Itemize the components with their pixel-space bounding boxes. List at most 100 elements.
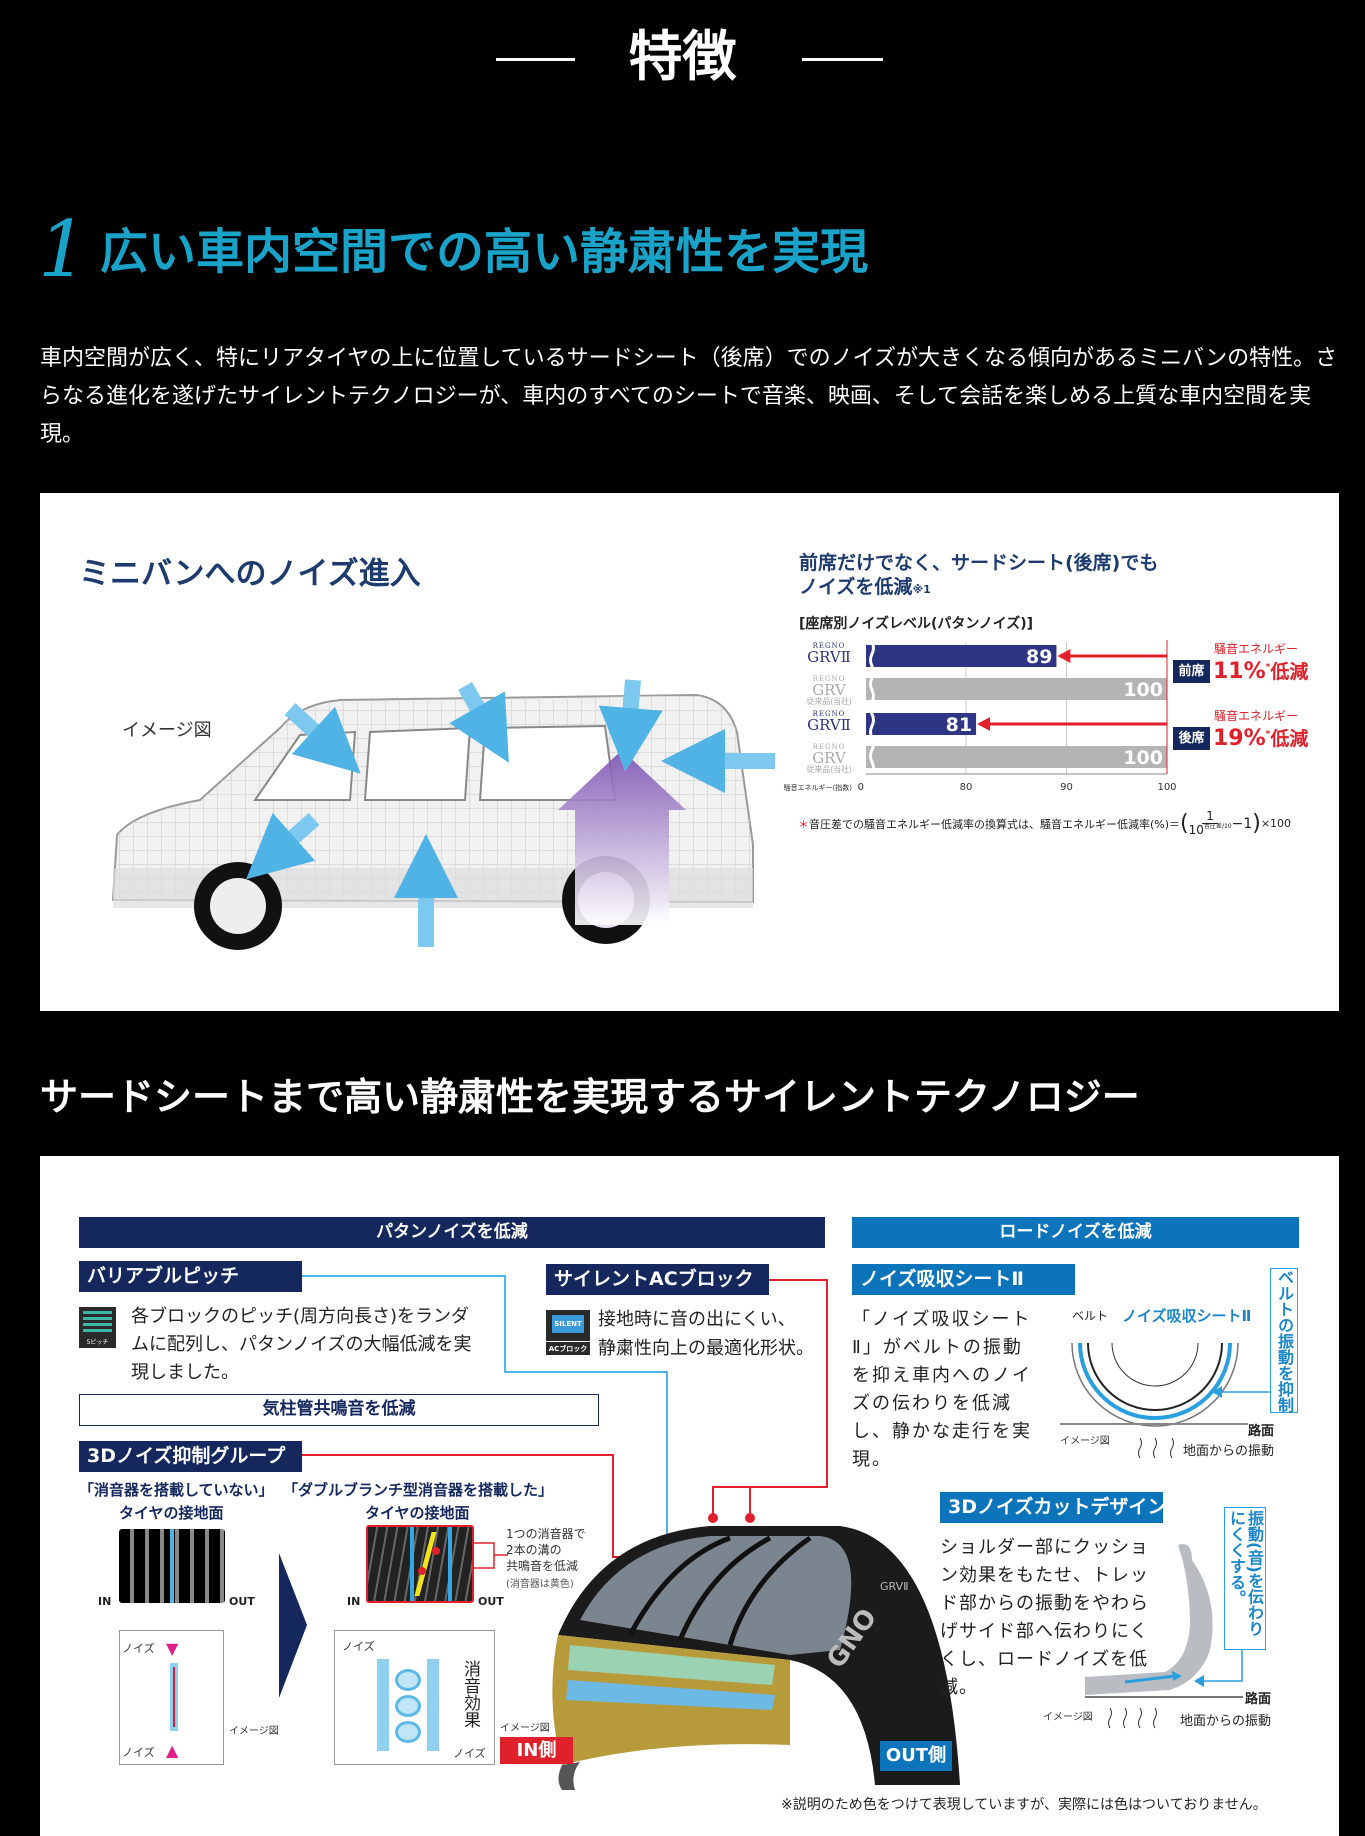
tread-without-muffler bbox=[119, 1529, 225, 1603]
inset-with-muffler bbox=[334, 1630, 495, 1765]
annotation-bracket bbox=[474, 1542, 508, 1569]
tire-model-text: GRVⅡ bbox=[880, 1580, 909, 1593]
reduction-suffix: 低減 bbox=[1270, 728, 1309, 750]
image-note: イメージ図 bbox=[1043, 1712, 1093, 1723]
bar-value-label: 100 bbox=[1123, 679, 1163, 701]
tire-cutaway-illustration: GNO GRVⅡ bbox=[552, 1526, 960, 1790]
variable-pitch-label: バリアブルピッチ bbox=[79, 1261, 302, 1292]
bar bbox=[866, 713, 977, 735]
chart-title: 前席だけでなく、サードシート(後席)でも bbox=[799, 552, 1159, 574]
image-note: イメージ図 bbox=[1060, 1436, 1110, 1447]
section-heading: サードシートまで高い静粛性を実現するサイレントテクノロジー bbox=[40, 1075, 1140, 1119]
vibration-label: 地面からの振動 bbox=[1183, 1444, 1275, 1459]
muffling-effect-label: 消音効果 bbox=[460, 1660, 480, 1728]
category-model: GRV bbox=[812, 681, 846, 699]
bar bbox=[866, 678, 1167, 700]
reduction-value: 11%*低減 bbox=[1213, 657, 1308, 684]
silent-ac-label: サイレントACブロック bbox=[546, 1264, 769, 1295]
noise-burst-icon: ▼ bbox=[166, 1639, 179, 1658]
formula-numerator: 1 bbox=[1202, 810, 1218, 824]
x-axis-label: 騒音エネルギー(指数) bbox=[784, 783, 853, 792]
reduction-mark: * bbox=[1265, 662, 1271, 673]
annotation-label: 騒音エネルギー bbox=[1214, 642, 1299, 656]
category-note: 従来品(当社) bbox=[806, 765, 852, 774]
vibration-label: 地面からの振動 bbox=[1180, 1714, 1272, 1729]
paren-open: ( bbox=[1180, 811, 1189, 836]
category-brand: REGNO bbox=[812, 743, 846, 751]
chart-title-line2: ノイズを低減※1 bbox=[799, 572, 931, 599]
x-tick-label: 90 bbox=[1060, 782, 1073, 793]
ac-icon-top: SILENT bbox=[552, 1315, 584, 1333]
bar-value-label: 89 bbox=[1026, 646, 1052, 668]
noise-cut-text: ショルダー部にクッション効果をもたせ、トレッド部からの振動をやわらげサイド部へ伝… bbox=[940, 1537, 1149, 1698]
noise-label: ノイズ bbox=[453, 1747, 486, 1760]
feature-heading: 広い車内空間での高い静粛性を実現 bbox=[100, 224, 869, 280]
title-line-right bbox=[802, 58, 883, 61]
in-label-2: IN bbox=[347, 1595, 361, 1608]
road-label: 路面 bbox=[1245, 1692, 1272, 1707]
ac-icon-bottom: ACブロック bbox=[546, 1341, 590, 1354]
seat-badge: 前席 bbox=[1173, 660, 1210, 683]
vibration-box: 振動(音)を伝わりにくくする。 bbox=[1224, 1507, 1266, 1650]
left-sub-caption: タイヤの接地面 bbox=[119, 1504, 224, 1522]
in-label-1: IN bbox=[98, 1595, 112, 1608]
category-model: GRVⅡ bbox=[807, 716, 851, 734]
noise-label: ノイズ bbox=[122, 1642, 155, 1655]
category-note: 従来品(当社) bbox=[806, 697, 852, 706]
progress-arrow-icon bbox=[279, 1553, 307, 1698]
noise-label: ノイズ bbox=[122, 1746, 155, 1759]
pitch-icon-text: 5ピッチ bbox=[86, 1339, 109, 1346]
seat-badge: 後席 bbox=[1173, 727, 1210, 750]
category-model: GRV bbox=[812, 749, 846, 767]
formula-fraction: 1 10音圧差/10 bbox=[1189, 810, 1232, 837]
formula-exp-top: 音圧差 bbox=[1203, 823, 1222, 830]
noise-arrows-blue bbox=[246, 679, 775, 947]
inset-without-muffler: ▼ ▲ bbox=[119, 1630, 224, 1765]
chart-title-line2-text: ノイズを低減 bbox=[799, 576, 913, 598]
image-note: イメージ図 bbox=[500, 1723, 550, 1734]
noise-burst-icon: ▲ bbox=[166, 1741, 179, 1760]
noise-group-label: 3Dノイズ抑制グループ bbox=[79, 1441, 302, 1472]
x-tick-label: 100 bbox=[1157, 782, 1176, 793]
reduction-percent: 19% bbox=[1213, 726, 1266, 751]
road-label: 路面 bbox=[1248, 1424, 1275, 1439]
variable-pitch-text: 各ブロックのピッチ(周方向長さ)をランダムに配列し、パタンノイズの大幅低減を実現… bbox=[131, 1306, 472, 1383]
noise-cut-label: 3Dノイズカットデザイン bbox=[940, 1492, 1166, 1523]
absorb-sheet-text: 「ノイズ吸収シートⅡ」がベルトの振動を抑え車内へのノイズの伝わりを低減し、静かな… bbox=[852, 1309, 1032, 1470]
tread-with-muffler bbox=[366, 1525, 474, 1603]
formula-minus-one: −1 bbox=[1231, 815, 1253, 832]
x-tick-label: 80 bbox=[960, 782, 973, 793]
reduction-suffix: 低減 bbox=[1270, 661, 1309, 683]
category-brand: REGNO bbox=[812, 675, 846, 683]
formula-exp-bottom: 10 bbox=[1223, 823, 1232, 830]
right-sub-caption: タイヤの接地面 bbox=[365, 1504, 470, 1522]
reduction-value: 19%*低減 bbox=[1213, 724, 1308, 751]
footer-note: ※説明のため色をつけて表現していますが、実際には色はついておりません。 bbox=[781, 1797, 1267, 1813]
right-caption: 「ダブルブランチ型消音器を搭載した」 bbox=[283, 1481, 554, 1499]
shoulder-diagram bbox=[1085, 1544, 1243, 1729]
road-noise-band: ロードノイズを低減 bbox=[852, 1217, 1299, 1248]
minivan-illustration bbox=[111, 679, 775, 950]
formula-base: 10 bbox=[1188, 823, 1204, 837]
absorb-sheet-label: ノイズ吸収シートⅡ bbox=[852, 1264, 1075, 1295]
muffler-annotation-2: 2本の溝の bbox=[506, 1543, 562, 1557]
belt-label: ベルト bbox=[1072, 1309, 1109, 1323]
reduction-arrowhead bbox=[977, 717, 991, 731]
muffler-annotation-3: 共鳴音を低減 bbox=[506, 1559, 579, 1573]
category-brand: REGNO bbox=[812, 642, 846, 650]
bar bbox=[866, 645, 1057, 667]
annotation-label: 騒音エネルギー bbox=[1214, 709, 1299, 723]
feature-number: 1 bbox=[38, 205, 88, 295]
noise-arrow-purple bbox=[558, 750, 686, 925]
formula-exp: 音圧差/10 bbox=[1203, 823, 1232, 830]
bar-value-label: 100 bbox=[1123, 747, 1163, 769]
image-note: イメージ図 bbox=[229, 1726, 279, 1737]
pattern-noise-band: パタンノイズを低減 bbox=[79, 1217, 825, 1248]
silent-ac-text2: 静粛性向上の最適化形状。 bbox=[598, 1338, 814, 1359]
page-title: 特徴 bbox=[628, 25, 737, 88]
muffler-annotation-1: 1つの消音器で bbox=[506, 1527, 586, 1541]
paren-close: ) bbox=[1252, 811, 1261, 836]
